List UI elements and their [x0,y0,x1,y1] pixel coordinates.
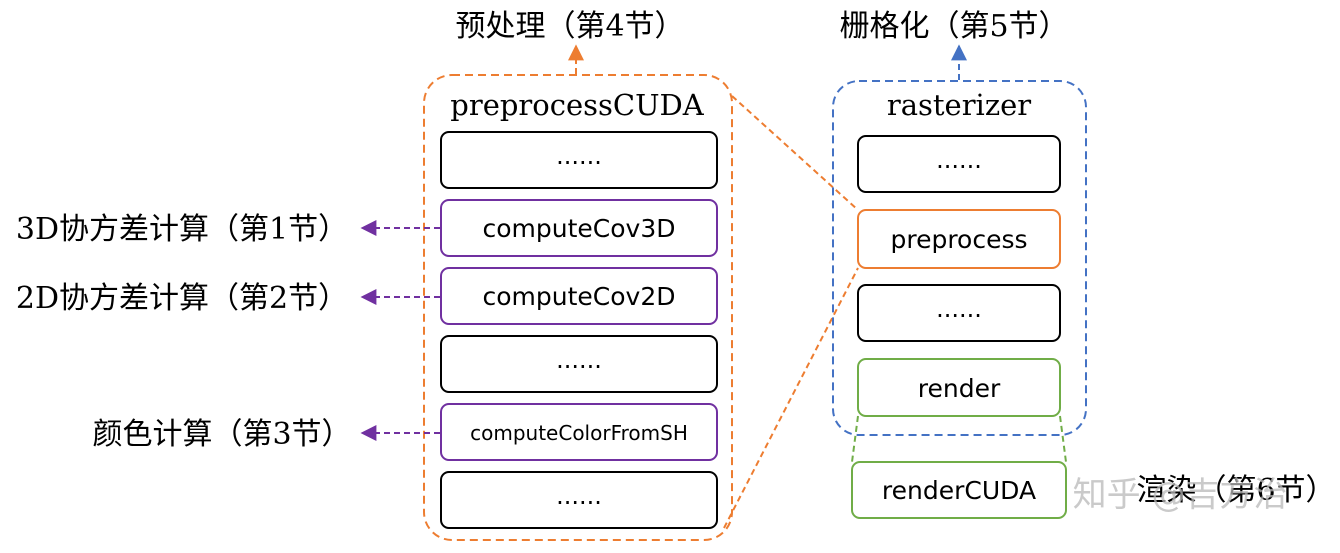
preprocess-box [857,209,1061,269]
rasterizer-box-1 [857,135,1061,193]
preprocess-box-4-label: ...... [556,346,602,374]
compute-cov2d-box [440,267,718,325]
compute-cov2d-label: computeCov2D [483,282,676,311]
render-connector-left [851,415,859,463]
rasterizer-box-3 [857,284,1061,342]
render-box [857,358,1061,417]
preprocess-box-4 [440,335,718,393]
preprocess-box-6-label: ...... [556,482,602,510]
preprocess-box-1-label: ...... [556,142,602,170]
zoom-connector-bottom [723,267,859,529]
render-cuda-box [851,461,1067,519]
rasterizer-box-3-label: ...... [936,295,982,323]
compute-cov3d-box [440,199,718,257]
preprocess-box-1 [440,131,718,189]
preprocess-label: preprocess [890,225,1027,254]
preprocess-group-title: preprocessCUDA [450,88,705,122]
zoom-connector-top [731,95,859,211]
preprocess-box-6 [440,471,718,529]
rasterizer-group-title: rasterizer [887,88,1031,122]
rasterizer-box-1-label: ...... [936,146,982,174]
render-cuda-note: 渲染（第6节） [1136,473,1335,508]
compute-color-from-sh-label: computeColorFromSH [470,421,688,445]
cov3d-note: 3D协方差计算（第1节） [16,212,348,247]
rasterizer-header: 栅格化（第5节） [839,9,1068,44]
cov2d-note: 2D协方差计算（第2节） [16,281,348,316]
color-note: 颜色计算（第3节） [92,417,351,452]
rasterizer-group-frame [832,80,1087,436]
watermark-text: 知乎 @吉方治 [1073,475,1288,515]
preprocess-group-frame [423,74,733,541]
preprocess-header: 预处理（第4节） [455,9,684,44]
render-label: render [918,374,1001,403]
compute-cov3d-label: computeCov3D [483,214,676,243]
render-connector-right [1059,415,1067,463]
compute-color-from-sh-box [440,403,718,461]
render-cuda-label: renderCUDA [882,476,1036,505]
